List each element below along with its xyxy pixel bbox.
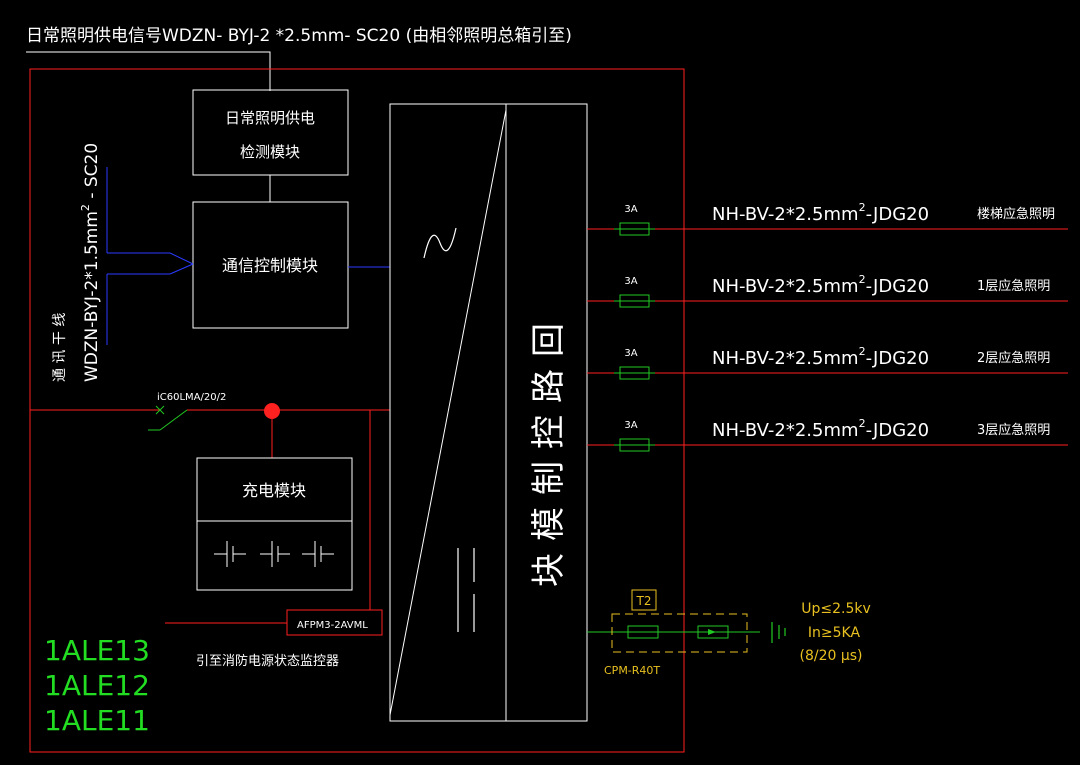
trunk-label: 通 讯 干 线 bbox=[52, 313, 68, 382]
loop-control-char: 模 bbox=[529, 507, 569, 541]
circuit-row: 3A NH-BV-2*2.5mm2-JDG20 2层应急照明 bbox=[587, 345, 1068, 380]
circuit-row: 3A NH-BV-2*2.5mm2-JDG20 楼梯应急照明 bbox=[587, 201, 1068, 236]
power-input bbox=[30, 403, 390, 610]
spd-tag-box bbox=[631, 589, 657, 611]
loop-control-char: 回 bbox=[529, 323, 569, 357]
panel-name: 1ALE13 bbox=[44, 634, 150, 667]
circuit-row: 3A NH-BV-2*2.5mm2-JDG20 3层应急照明 bbox=[587, 417, 1068, 452]
fuse-rating: 3A bbox=[624, 420, 637, 431]
spd-varistor bbox=[697, 625, 729, 639]
circuit-row: 3A NH-BV-2*2.5mm2-JDG20 1层应急照明 bbox=[587, 273, 1068, 308]
detection-module-label-1: 日常照明供电 bbox=[225, 109, 315, 127]
output-circuits: 3A NH-BV-2*2.5mm2-JDG20 楼梯应急照明 3A NH-BV-2*2.… bbox=[587, 201, 1068, 452]
comm-module-label: 通信控制模块 bbox=[222, 256, 318, 275]
circuit-description: 楼梯应急照明 bbox=[977, 206, 1055, 222]
detection-module: 日常照明供电 检测模块 bbox=[192, 89, 349, 176]
circuit-description: 1层应急照明 bbox=[977, 278, 1050, 294]
junction-node bbox=[264, 403, 280, 419]
spd-up: Up≤2.5kv bbox=[801, 601, 871, 617]
charge-module-label: 充电模块 bbox=[242, 481, 306, 500]
circuit-description: 2层应急照明 bbox=[977, 350, 1050, 366]
comm-control-module: 通信控制模块 bbox=[192, 201, 349, 329]
loop-control-char: 控 bbox=[529, 415, 569, 449]
fuse-rating: 3A bbox=[624, 276, 637, 287]
spd-in: In≥5KA bbox=[808, 625, 861, 641]
fire-module-label: AFPM3-2AVML bbox=[297, 620, 368, 631]
spd-tag: T2 bbox=[636, 594, 652, 608]
spd-section: T2 CPM-R40T Up≤2.5kv In≥5KA (8/20 μs) bbox=[587, 589, 871, 677]
breaker-label: iC60LMA/20/2 bbox=[157, 392, 226, 403]
dc-symbol bbox=[457, 548, 475, 632]
charging-module: 充电模块 bbox=[196, 457, 353, 591]
fire-monitor-module: AFPM3-2AVML bbox=[165, 609, 383, 636]
fire-monitor-text: 引至消防电源状态监控器 bbox=[196, 653, 339, 669]
svg-text:WDZN-BYJ-2*1.5mm2 - SC20: WDZN-BYJ-2*1.5mm2 - SC20 bbox=[79, 143, 102, 382]
loop-control-char: 路 bbox=[529, 369, 569, 403]
ac-symbol bbox=[423, 227, 457, 259]
fuse-rating: 3A bbox=[624, 348, 637, 359]
spd-model: CPM-R40T bbox=[604, 664, 660, 677]
circuit-cable: NH-BV-2*2.5mm2-JDG20 bbox=[712, 273, 929, 297]
spd-enclosure bbox=[611, 613, 748, 653]
svg-text:通 讯 干 线: 通 讯 干 线 bbox=[52, 313, 68, 382]
supply-title: 日常照明供电信号WDZN- BYJ-2 *2.5mm- SC20 (由相邻照明总… bbox=[26, 26, 572, 46]
converter-block bbox=[389, 103, 588, 722]
circuit-cable: NH-BV-2*2.5mm2-JDG20 bbox=[712, 345, 929, 369]
detection-module-label-2: 检测模块 bbox=[240, 143, 300, 161]
title-leader bbox=[26, 51, 271, 91]
loop-control-char: 块 bbox=[529, 553, 569, 587]
panel-name: 1ALE12 bbox=[44, 669, 150, 702]
spd-wave: (8/20 μs) bbox=[799, 648, 862, 664]
circuit-description: 3层应急照明 bbox=[977, 422, 1050, 438]
comm-trunk bbox=[106, 167, 194, 345]
circuit-cable: NH-BV-2*2.5mm2-JDG20 bbox=[712, 417, 929, 441]
trunk-cable-label: WDZN-BYJ-2*1.5mm2 - SC20 bbox=[79, 143, 102, 382]
spd-fuse bbox=[627, 625, 659, 639]
breaker-symbol bbox=[148, 405, 188, 431]
panel-name: 1ALE11 bbox=[44, 704, 150, 737]
battery-icon bbox=[214, 541, 334, 567]
fuse-rating: 3A bbox=[624, 204, 637, 215]
spd-arrow-icon bbox=[708, 629, 716, 635]
loop-control-char: 制 bbox=[529, 461, 569, 495]
circuit-cable: NH-BV-2*2.5mm2-JDG20 bbox=[712, 201, 929, 225]
